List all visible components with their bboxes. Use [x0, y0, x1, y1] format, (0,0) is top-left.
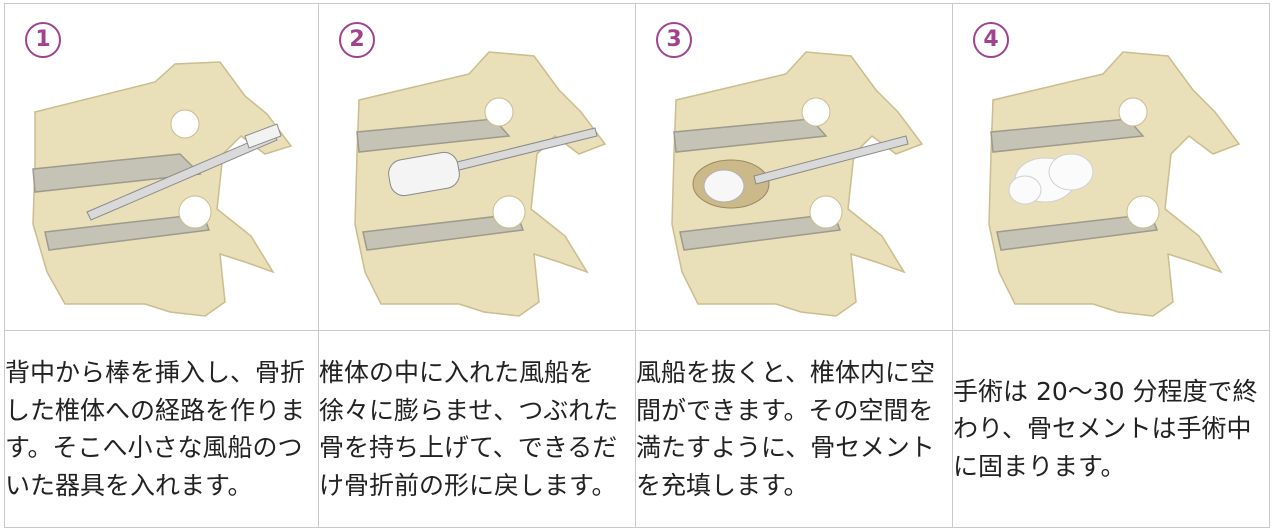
procedure-steps-table: 1 2	[4, 3, 1270, 528]
step-number-1: 1	[25, 22, 61, 58]
step-4-illustration-cell: 4	[953, 4, 1270, 331]
step-number-3: 3	[656, 22, 692, 58]
step-1-illustration-cell: 1	[5, 4, 319, 331]
step-1-description: 背中から棒を挿入し、骨折した椎体への経路を作ります。そこへ小さな風船のついた器具…	[5, 331, 319, 528]
step-3-description: 風船を抜くと、椎体内に空間ができます。その空間を満たすように、骨セメントを充填し…	[636, 331, 953, 528]
step-number-2: 2	[339, 22, 375, 58]
step-2-illustration-cell: 2	[319, 4, 636, 331]
step-4-description: 手術は 20〜30 分程度で終わり、骨セメントは手術中に固まります。	[953, 331, 1270, 528]
step-3-illustration-cell: 3	[636, 4, 953, 331]
step-number-4: 4	[973, 22, 1009, 58]
step-2-description: 椎体の中に入れた風船を徐々に膨らませ、つぶれた骨を持ち上げて、できるだけ骨折前の…	[319, 331, 636, 528]
